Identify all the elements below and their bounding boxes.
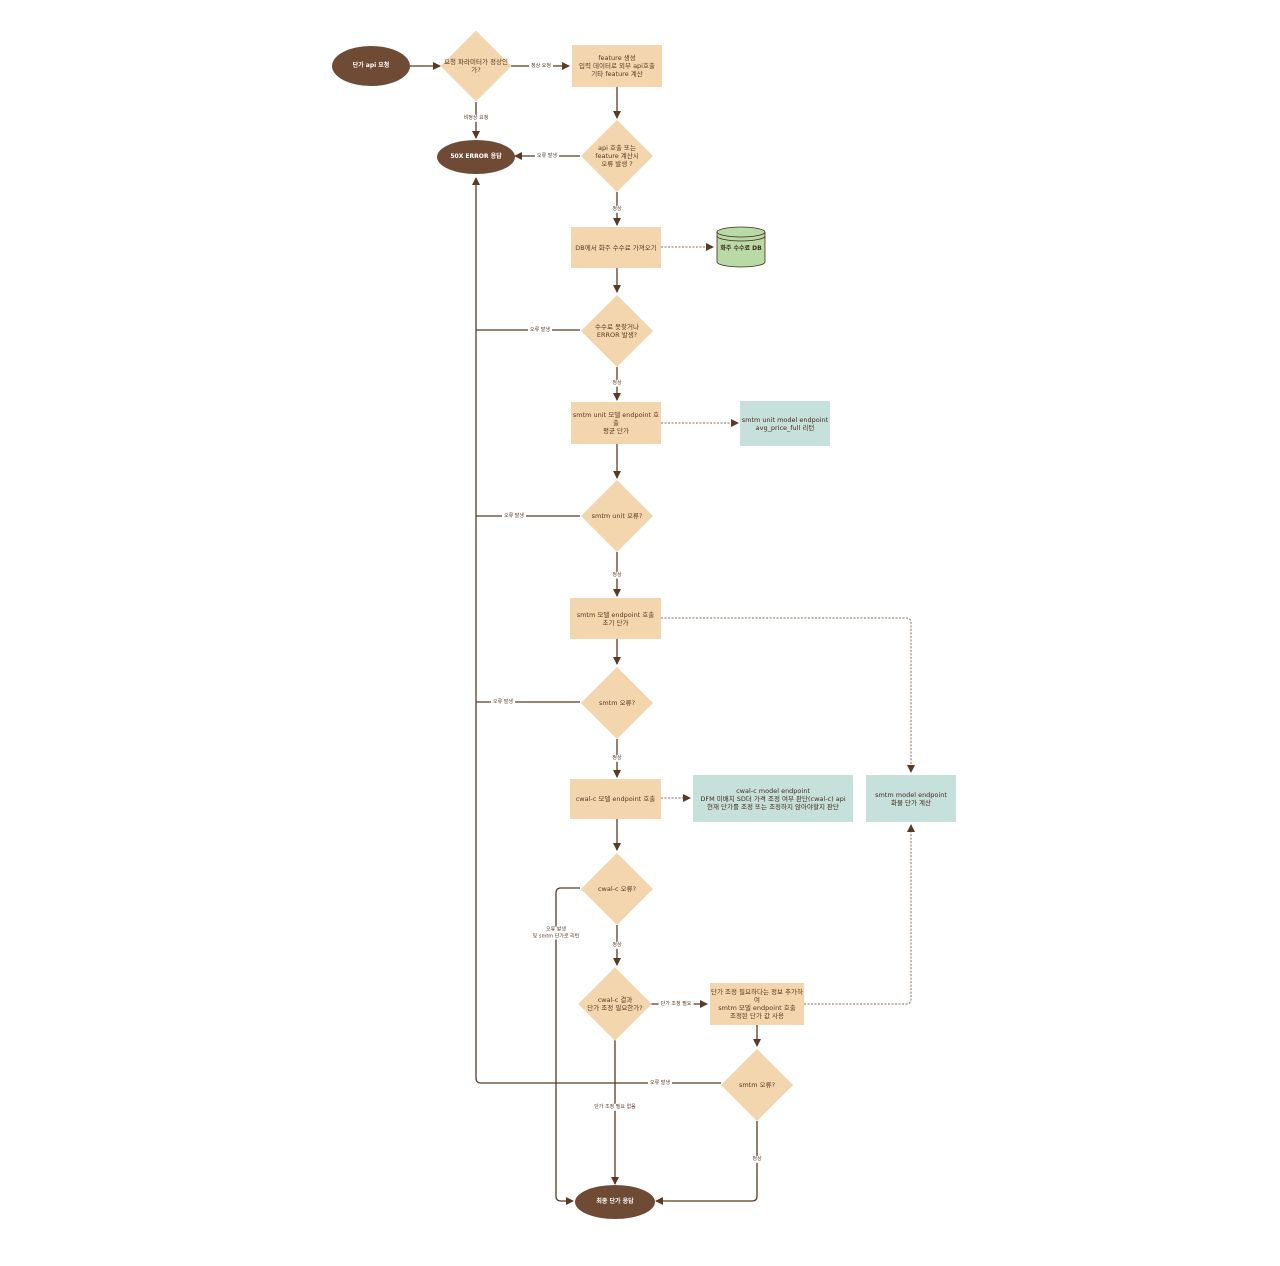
check-params-decision: 요청 파라미터가 정상인가? [440,30,512,102]
cwalc-call-process: cwal-c 모델 endpoint 호출 [570,779,661,819]
smtm-unit-ext-text: smtm unit model endpoint avg_price_full … [741,415,829,432]
start-terminal: 단가 api 요청 [332,46,410,86]
smtm-unit-error-decision: smtm unit 오류? [580,479,654,553]
edge-label-ok2: 정상 [610,379,624,387]
fetch-fee-text: DB에서 화주 수수료 가져오기 [575,243,657,252]
smtm-external: smtm model endpoint 화물 단가 계산 [866,775,956,822]
need-adjust-decision: cwal-c 결과 단가 조정 필요한가? [577,966,653,1041]
smtm-error-decision: smtm 오류? [580,666,654,739]
feature-text: feature 생성 입력 데이터로 외부 api호출 기타 feature 계… [579,54,655,78]
start-text: 단가 api 요청 [352,62,390,69]
feature-error-text: api 호출 또는 feature 계산시 오류 발생 ? [595,144,639,168]
edge-label-abnormal-request: 비정상 요청 [461,114,491,122]
smtm-unit-call-process: smtm unit 모델 endpoint 호출 평균 단가 [571,402,661,444]
adjust-call-process: 단가 조정 필요하다는 정보 추가하여 smtm 모델 endpoint 호출 … [710,983,804,1025]
final-terminal: 최종 단가 응답 [575,1185,655,1219]
final-text: 최종 단가 응답 [596,1198,634,1205]
fee-error-decision: 수수료 못찾거나 ERROR 발생? [580,294,654,367]
error-response-terminal: 50X ERROR 응답 [437,140,515,174]
smtm-unit-external: smtm unit model endpoint avg_price_full … [740,401,830,446]
cwalc-external: cwal-c model endpoint DFM 미배치 SD더 가격 조정 … [693,775,853,822]
cwalc-ext-text: cwal-c model endpoint DFM 미배치 SD더 가격 조정 … [700,786,846,811]
edge-label-ok1: 정상 [610,205,624,213]
check-params-text: 요청 파라미터가 정상인가? [444,58,508,74]
edge-label-ok3: 정상 [610,571,624,579]
cwalc-error-decision: cwal-c 오류? [580,852,654,925]
edge-label-error1: 오류 발생 [535,152,559,160]
adjust-call-text: 단가 조정 필요하다는 정보 추가하여 smtm 모델 endpoint 호출 … [711,988,803,1020]
smtm-error2-decision: smtm 오류? [720,1048,794,1121]
database-cylinder [716,226,766,268]
smtm-error-text: smtm 오류? [598,698,636,707]
cwalc-error-text: cwal-c 오류? [597,884,637,893]
edge-label-cwalc-fallback: 오류 발생 및 smtm 단가로 리턴 [530,926,582,940]
fee-db-label: 화주 수수료 DB [717,238,765,260]
fetch-fee-process: DB에서 화주 수수료 가져오기 [571,227,661,268]
edge-label-ok4: 정상 [610,754,624,762]
smtm-call-text: smtm 모델 endpoint 호출 초기 단가 [576,610,655,627]
smtm-ext-text: smtm model endpoint 화물 단가 계산 [875,790,947,807]
edge-label-error4: 오류 발생 [491,698,515,706]
edge-label-error3: 오류 발생 [502,512,526,520]
smtm-error2-text: smtm 오류? [738,1080,776,1089]
feature-process: feature 생성 입력 데이터로 외부 api호출 기타 feature 계… [572,45,662,87]
cwalc-call-text: cwal-c 모델 endpoint 호출 [575,795,656,803]
edge-label-need-adjust-yes: 단가 조정 필요 [658,1000,694,1008]
fee-db-text: 화주 수수료 DB [720,245,762,252]
edge-label-ok6: 정상 [750,1155,764,1163]
edge-label-error2: 오류 발생 [528,326,552,334]
edge-label-need-adjust-no: 단가 조정 필요 없음 [592,1103,638,1111]
smtm-call-process: smtm 모델 endpoint 호출 초기 단가 [570,598,661,639]
edge-label-ok5: 정상 [610,941,624,949]
smtm-unit-call-text: smtm unit 모델 endpoint 호출 평균 단가 [572,411,660,435]
need-adjust-text: cwal-c 결과 단가 조정 필요한가? [587,995,643,1012]
smtm-unit-error-text: smtm unit 오류? [591,512,643,520]
error-response-text: 50X ERROR 응답 [450,153,502,160]
edge-label-normal-request: 정상 요청 [529,62,553,70]
feature-error-decision: api 호출 또는 feature 계산시 오류 발생 ? [580,119,654,193]
edge-label-error5: 오류 발생 [648,1079,672,1087]
fee-error-text: 수수료 못찾거나 ERROR 발생? [595,322,639,339]
